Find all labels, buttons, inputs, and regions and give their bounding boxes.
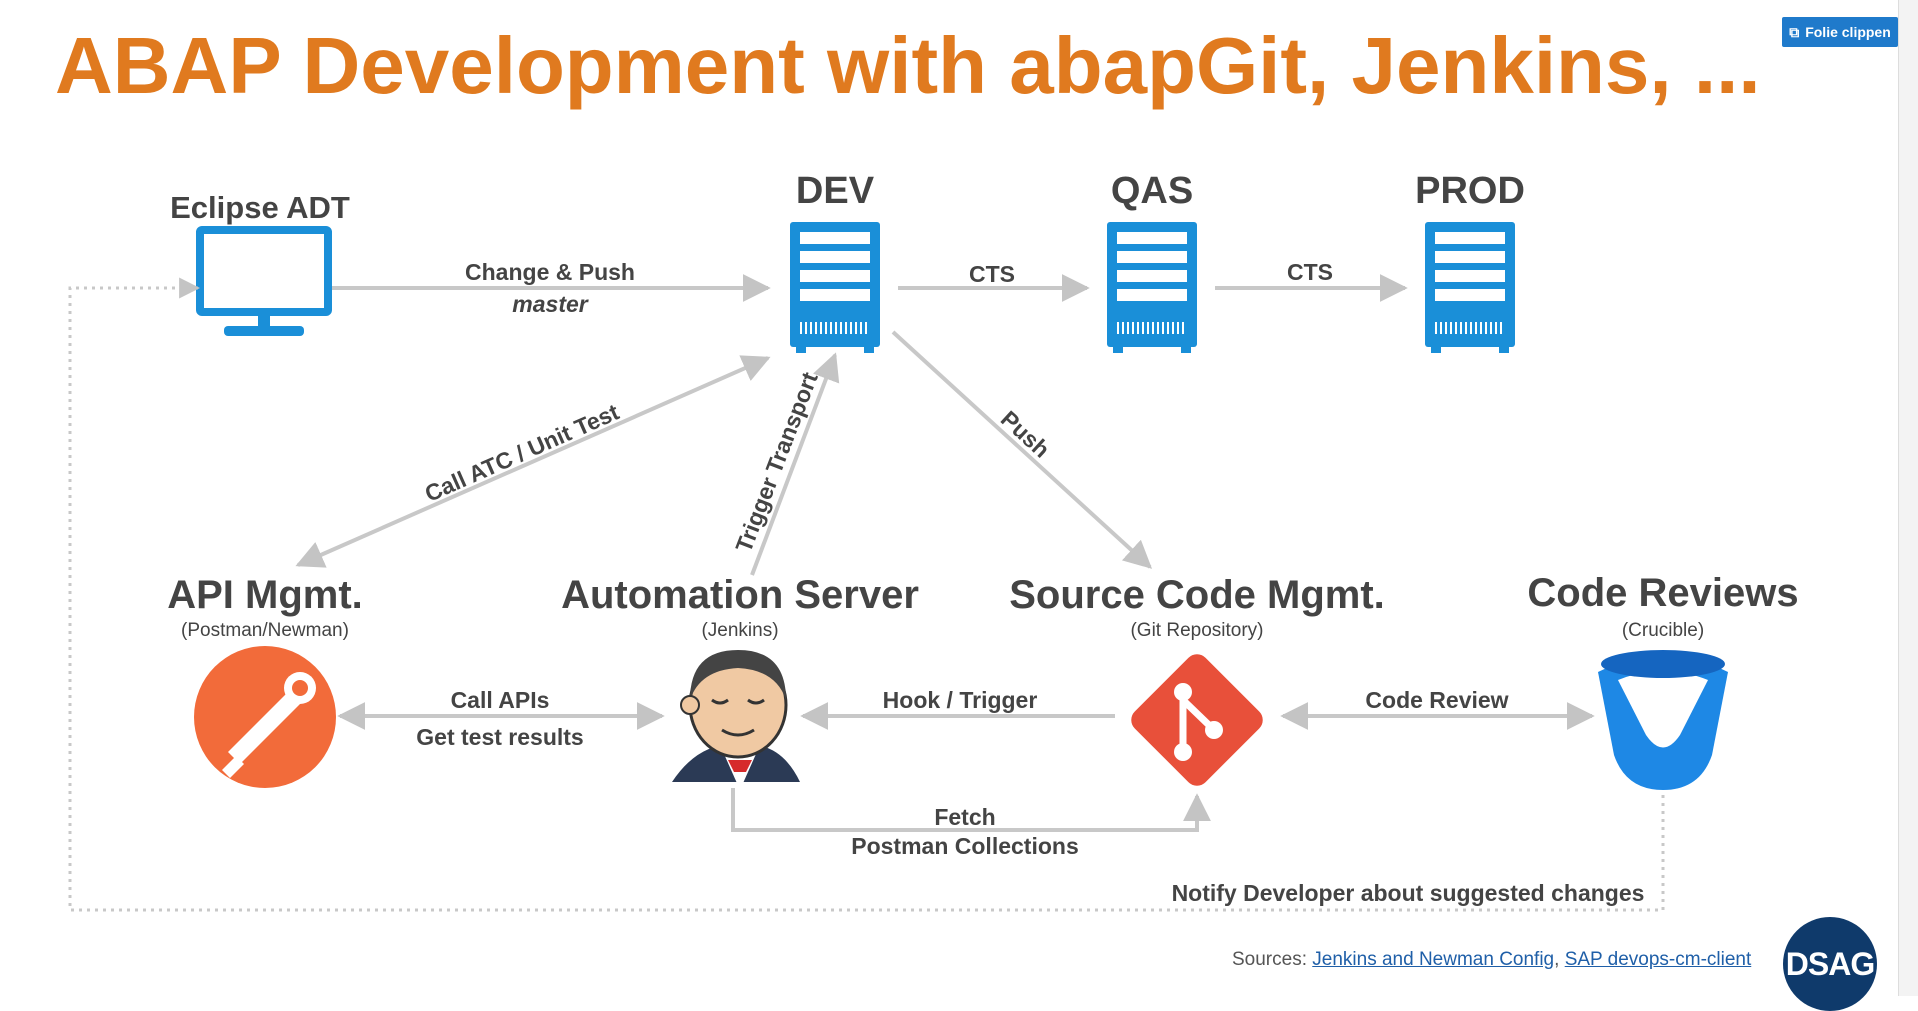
reviews-title: Code Reviews bbox=[1527, 571, 1798, 615]
monitor-icon bbox=[196, 226, 332, 336]
slide-scroll-edge bbox=[1898, 0, 1918, 996]
dsag-logo: DSAG bbox=[1783, 917, 1877, 1011]
clip-slide-button[interactable]: ⧉ Folie clippen bbox=[1782, 17, 1898, 47]
scm-subtitle: (Git Repository) bbox=[1130, 620, 1263, 641]
fetch-arrow bbox=[731, 788, 1211, 832]
diagram: Eclipse ADT DEV QAS PROD Change & Push m… bbox=[68, 170, 1799, 912]
master-label: master bbox=[512, 291, 588, 317]
qas-label: QAS bbox=[1111, 170, 1193, 212]
dev-label: DEV bbox=[796, 170, 875, 212]
sources-separator: , bbox=[1554, 949, 1565, 970]
change-push-label: Change & Push bbox=[465, 259, 635, 285]
get-results-label: Get test results bbox=[416, 724, 583, 750]
jenkins-icon bbox=[672, 650, 800, 790]
api-mgmt-title: API Mgmt. bbox=[167, 573, 363, 617]
cts-label-1: CTS bbox=[969, 261, 1015, 287]
reviews-subtitle: (Crucible) bbox=[1622, 620, 1704, 641]
eclipse-label: Eclipse ADT bbox=[170, 190, 350, 225]
qas-server-icon bbox=[1107, 222, 1197, 353]
api-mgmt-subtitle: (Postman/Newman) bbox=[181, 620, 349, 641]
automation-subtitle: (Jenkins) bbox=[701, 620, 778, 641]
automation-title: Automation Server bbox=[561, 573, 919, 617]
cts-label-2: CTS bbox=[1287, 259, 1333, 285]
trigger-transport-label: Trigger Transport bbox=[730, 368, 823, 555]
notify-label: Notify Developer about suggested changes bbox=[1172, 880, 1645, 906]
call-atc-arrow bbox=[295, 355, 771, 568]
prod-label: PROD bbox=[1415, 170, 1525, 212]
fetch-label: Fetch bbox=[934, 804, 995, 830]
slide-title: ABAP Development with abapGit, Jenkins, … bbox=[55, 21, 1761, 110]
hook-trigger-label: Hook / Trigger bbox=[883, 687, 1038, 713]
scm-title: Source Code Mgmt. bbox=[1009, 573, 1385, 617]
jenkins-newman-link[interactable]: Jenkins and Newman Config bbox=[1312, 949, 1555, 970]
git-icon bbox=[1131, 654, 1263, 786]
sources-label: Sources: bbox=[1232, 949, 1313, 970]
postman-icon bbox=[194, 646, 336, 788]
call-apis-label: Call APIs bbox=[451, 687, 550, 713]
code-review-label: Code Review bbox=[1365, 687, 1508, 713]
crucible-icon bbox=[1598, 650, 1728, 790]
sources-line: Sources: Jenkins and Newman Config, SAP … bbox=[1232, 949, 1751, 971]
postman-collections-label: Postman Collections bbox=[851, 833, 1078, 859]
push-arrow bbox=[891, 330, 1153, 569]
clip-icon: ⧉ bbox=[1789, 23, 1800, 40]
trigger-transport-arrow bbox=[750, 352, 840, 576]
call-atc-label: Call ATC / Unit Test bbox=[421, 398, 623, 506]
clip-slide-label: Folie clippen bbox=[1805, 24, 1891, 40]
prod-server-icon bbox=[1425, 222, 1515, 353]
dev-server-icon bbox=[790, 222, 880, 353]
devops-cm-client-link[interactable]: SAP devops-cm-client bbox=[1564, 949, 1752, 970]
